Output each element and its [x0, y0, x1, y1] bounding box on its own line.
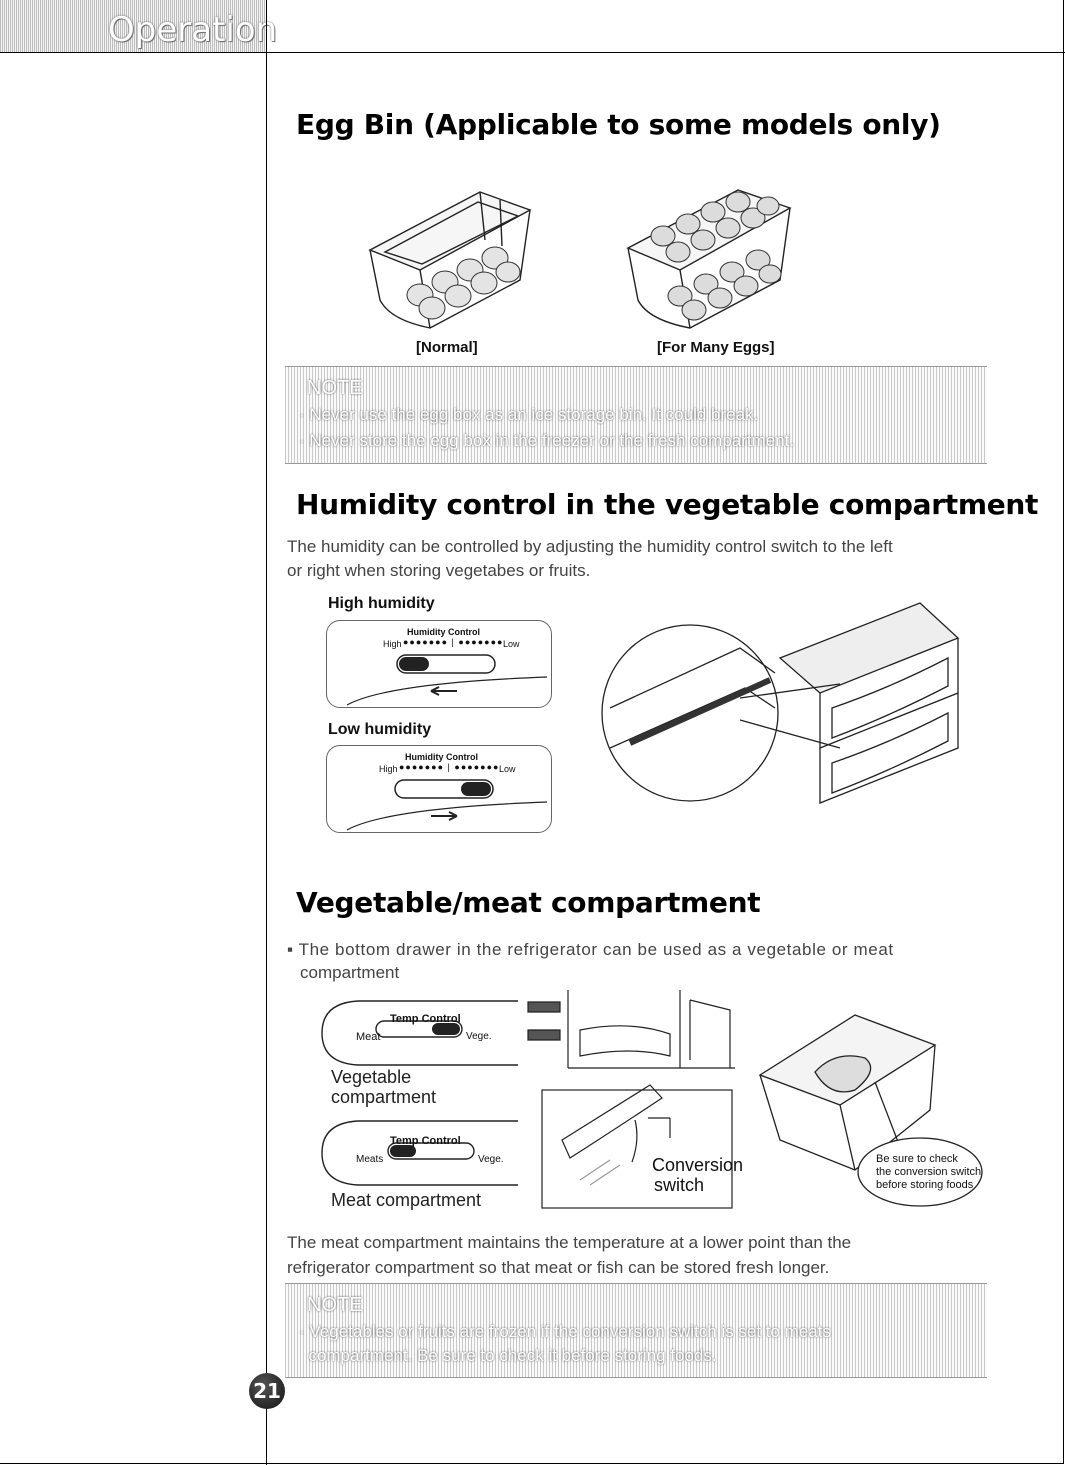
note-title: NOTE — [307, 1294, 363, 1316]
bubble-line: the conversion switch — [876, 1166, 982, 1178]
humidity-body-line: The humidity can be controlled by adjust… — [287, 537, 893, 556]
meats-word: Meats — [356, 1154, 384, 1165]
vege-word: Vege. — [478, 1154, 504, 1165]
high-humidity-panel: Humidity Control High ●●●●●●● | ●●●●●●● … — [326, 620, 552, 708]
bubble-line: Be sure to check — [876, 1153, 958, 1165]
humidity-high-word: High — [383, 639, 402, 649]
humidity-low-word: Low — [499, 764, 516, 774]
margin-rule — [266, 0, 267, 1465]
humidity-body-line: or right when storing vegetabes or fruit… — [287, 561, 591, 580]
section-tab: Operation — [0, 0, 277, 52]
low-humidity-label: Low humidity — [328, 721, 432, 738]
egg-bin-many-illustration — [626, 189, 792, 329]
humidity-low-word: Low — [503, 639, 520, 649]
fridge-conversion-illustration — [527, 990, 735, 1209]
bubble-line: before storing foods — [876, 1179, 974, 1191]
header-rule — [0, 52, 1065, 53]
meat-body-line: refrigerator compartment so that meat or… — [287, 1258, 830, 1277]
humidity-control-label: Humidity Control — [405, 752, 478, 762]
egg-bin-title: Egg Bin (Applicable to some models only) — [296, 108, 941, 141]
veg-label-line: compartment — [331, 1087, 437, 1107]
meat-compartment-label: Meat compartment — [331, 1190, 482, 1210]
caption-normal: [Normal] — [416, 339, 478, 356]
meat-drawer-illustration — [758, 1014, 983, 1207]
veg-meat-title: Vegetable/meat compartment — [296, 886, 761, 919]
note-box-egg: NOTE · Never use the egg box as an ice s… — [285, 366, 987, 464]
check-switch-bubble: Be sure to check the conversion switch b… — [876, 1153, 981, 1192]
conversion-line: switch — [654, 1175, 705, 1195]
humidity-high-word: High — [379, 764, 398, 774]
veg-temp-panel-outline — [321, 1000, 518, 1066]
page-number-badge: 21 — [249, 1373, 285, 1409]
caption-many-eggs: [For Many Eggs] — [657, 339, 775, 356]
slider-left-illustration — [346, 654, 548, 706]
high-humidity-label: High humidity — [328, 595, 435, 612]
vegetable-compartment-label: Vegetable compartment — [331, 1067, 436, 1107]
veg-meat-bullet-line: compartment — [300, 963, 400, 982]
note-line: · Never use the egg box as an ice storag… — [299, 405, 759, 424]
note-title: NOTE — [307, 377, 363, 399]
vege-word: Vege. — [466, 1031, 492, 1042]
section-tab-label: Operation — [108, 10, 278, 50]
conversion-line: Conversion — [652, 1155, 744, 1175]
note-box-meat: NOTE · Vegetables or fruits are frozen i… — [285, 1283, 987, 1378]
egg-bin-normal-illustration — [368, 191, 532, 329]
veg-label-line: Vegetable — [331, 1067, 412, 1087]
meat-body-line: The meat compartment maintains the tempe… — [287, 1233, 852, 1252]
meat-word: Meat — [356, 1031, 381, 1043]
humidity-title: Humidity control in the vegetable compar… — [296, 488, 1039, 521]
note-line: · Vegetables or fruits are frozen if the… — [299, 1322, 831, 1341]
conversion-switch-label: Conversion switch — [652, 1155, 743, 1195]
temp-control-label: Temp Control — [390, 1013, 461, 1025]
veg-meat-bullet-line: ▪ The bottom drawer in the refrigerator … — [287, 940, 894, 959]
note-line: · Never store the egg box in the freezer… — [299, 431, 795, 450]
low-humidity-panel: Humidity Control High ●●●●●●● | ●●●●●●● … — [326, 745, 552, 833]
slider-right-illustration — [346, 779, 548, 831]
humidity-control-label: Humidity Control — [407, 627, 480, 637]
meat-temp-panel-outline — [321, 1120, 518, 1186]
vegetable-drawer-illustration — [601, 602, 960, 804]
temp-control-label: Temp Control — [390, 1135, 461, 1147]
note-line: compartment. Be sure to check it before … — [299, 1346, 717, 1365]
